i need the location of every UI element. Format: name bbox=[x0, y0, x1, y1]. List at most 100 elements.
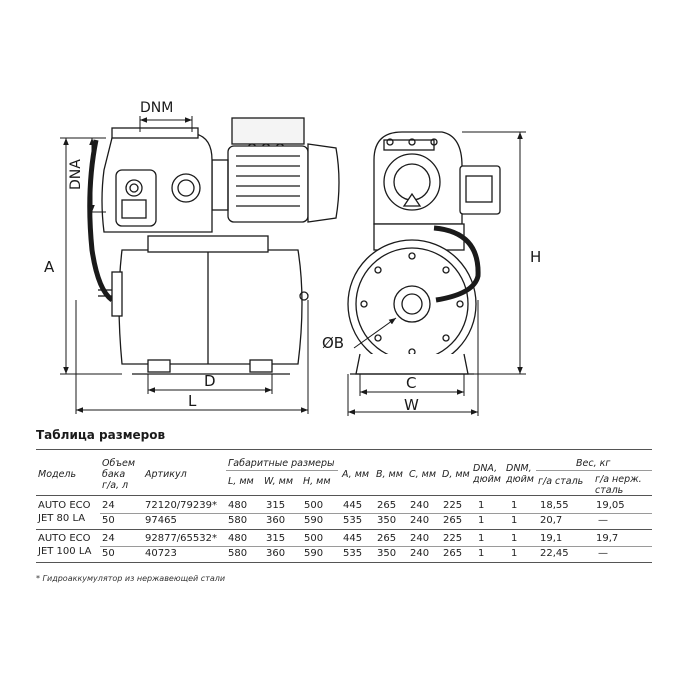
cell-l: 580 bbox=[228, 548, 248, 559]
cell-tank: 24 bbox=[102, 500, 115, 511]
header-tank-1: Объем bbox=[102, 458, 136, 469]
motor bbox=[211, 117, 340, 223]
header-w: W, мм bbox=[264, 476, 293, 487]
header-b: B, мм bbox=[376, 469, 403, 480]
header-dna-2: дюйм bbox=[473, 474, 501, 485]
dna-label: DNA bbox=[68, 159, 84, 190]
front-view-dimensions bbox=[347, 131, 526, 416]
h-label: H bbox=[530, 248, 541, 266]
header-stainless-1: г/а нерж. bbox=[595, 474, 642, 485]
cell-c: 240 bbox=[410, 548, 430, 559]
cell-d: 225 bbox=[443, 500, 463, 511]
cell-l: 480 bbox=[228, 500, 248, 511]
cell-article: 72120/79239* bbox=[145, 500, 217, 511]
a-label: A bbox=[44, 258, 55, 276]
header-d: D, мм bbox=[442, 469, 470, 480]
header-weight: Вес, кг bbox=[576, 458, 611, 469]
header-a: A, мм bbox=[342, 469, 370, 480]
cell-steel: 18,55 bbox=[540, 500, 569, 511]
header-tank-3: г/а, л bbox=[102, 480, 129, 491]
cell-b: 265 bbox=[377, 533, 397, 544]
cell-article: 97465 bbox=[145, 515, 177, 526]
front-tank bbox=[347, 239, 477, 369]
front-pump-head bbox=[373, 131, 463, 225]
header-steel: г/а сталь bbox=[538, 476, 584, 487]
cell-dnm: 1 bbox=[511, 500, 518, 511]
l-label: L bbox=[188, 392, 197, 410]
cell-c: 240 bbox=[410, 533, 430, 544]
header-dnm-1: DNM, bbox=[506, 463, 532, 474]
cell-w: 315 bbox=[266, 533, 286, 544]
cell-steel: 20,7 bbox=[540, 515, 563, 526]
table-title: Таблица размеров bbox=[36, 428, 166, 442]
cell-a: 445 bbox=[343, 533, 363, 544]
cell-a: 535 bbox=[343, 548, 363, 559]
front-view bbox=[347, 131, 501, 375]
cell-d: 265 bbox=[443, 548, 463, 559]
cell-steel: 19,1 bbox=[540, 533, 563, 544]
cell-dnm: 1 bbox=[511, 533, 518, 544]
cell-a: 445 bbox=[343, 500, 363, 511]
header-stainless-2: сталь bbox=[595, 485, 624, 496]
model-name: AUTO ECO bbox=[38, 500, 91, 511]
header-l: L, мм bbox=[228, 476, 254, 487]
cell-h: 590 bbox=[304, 515, 324, 526]
cell-w: 315 bbox=[266, 500, 286, 511]
cell-c: 240 bbox=[410, 515, 430, 526]
header-model: Модель bbox=[38, 469, 77, 480]
cell-tank: 50 bbox=[102, 515, 115, 526]
pressure-switch bbox=[459, 165, 501, 215]
header-article: Артикул bbox=[145, 469, 187, 480]
header-c: C, мм bbox=[409, 469, 437, 480]
cell-d: 265 bbox=[443, 515, 463, 526]
cell-tank: 24 bbox=[102, 533, 115, 544]
side-view-dimensions bbox=[60, 116, 309, 414]
cell-dnm: 1 bbox=[511, 515, 518, 526]
cell-h: 590 bbox=[304, 548, 324, 559]
cell-article: 40723 bbox=[145, 548, 177, 559]
front-hose bbox=[433, 225, 481, 303]
cell-h: 500 bbox=[304, 533, 324, 544]
header-dna-1: DNA, bbox=[473, 463, 498, 474]
cell-steel: 22,45 bbox=[540, 548, 569, 559]
cell-b: 350 bbox=[377, 548, 397, 559]
cell-d: 225 bbox=[443, 533, 463, 544]
cell-b: 350 bbox=[377, 515, 397, 526]
group-rule bbox=[36, 529, 652, 530]
table-bottom-rule bbox=[36, 562, 652, 563]
cell-stainless: — bbox=[598, 548, 608, 559]
cell-l: 480 bbox=[228, 533, 248, 544]
side-view bbox=[87, 117, 340, 375]
pump-head bbox=[101, 127, 213, 233]
cell-dna: 1 bbox=[478, 548, 485, 559]
footnote: * Гидроаккумулятор из нержавеющей стали bbox=[36, 574, 226, 583]
pump-station-drawing: DNM DNA A D L bbox=[44, 100, 541, 416]
weight-rule bbox=[536, 470, 652, 471]
cell-h: 500 bbox=[304, 500, 324, 511]
cell-tank: 50 bbox=[102, 548, 115, 559]
cell-w: 360 bbox=[266, 515, 286, 526]
cell-stainless: — bbox=[598, 515, 608, 526]
row-rule bbox=[100, 513, 652, 514]
header-tank-2: бака bbox=[102, 469, 126, 480]
model-name: JET 80 LA bbox=[38, 513, 86, 524]
header-dnm-2: дюйм bbox=[506, 474, 534, 485]
table-top-rule bbox=[36, 449, 652, 450]
overall-rule bbox=[226, 470, 338, 471]
b-label: ØB bbox=[322, 334, 344, 352]
cell-l: 580 bbox=[228, 515, 248, 526]
header-h: H, мм bbox=[303, 476, 331, 487]
cell-dna: 1 bbox=[478, 533, 485, 544]
cell-c: 240 bbox=[410, 500, 430, 511]
cell-stainless: 19,7 bbox=[596, 533, 619, 544]
model-name: JET 100 LA bbox=[38, 546, 92, 557]
cell-dnm: 1 bbox=[511, 548, 518, 559]
row-rule bbox=[100, 546, 652, 547]
tank bbox=[98, 235, 309, 373]
cell-w: 360 bbox=[266, 548, 286, 559]
c-label: C bbox=[406, 374, 416, 392]
model-name: AUTO ECO bbox=[38, 533, 91, 544]
header-bottom-rule bbox=[36, 495, 652, 496]
header-overall: Габаритные размеры bbox=[228, 458, 335, 469]
cell-dna: 1 bbox=[478, 515, 485, 526]
